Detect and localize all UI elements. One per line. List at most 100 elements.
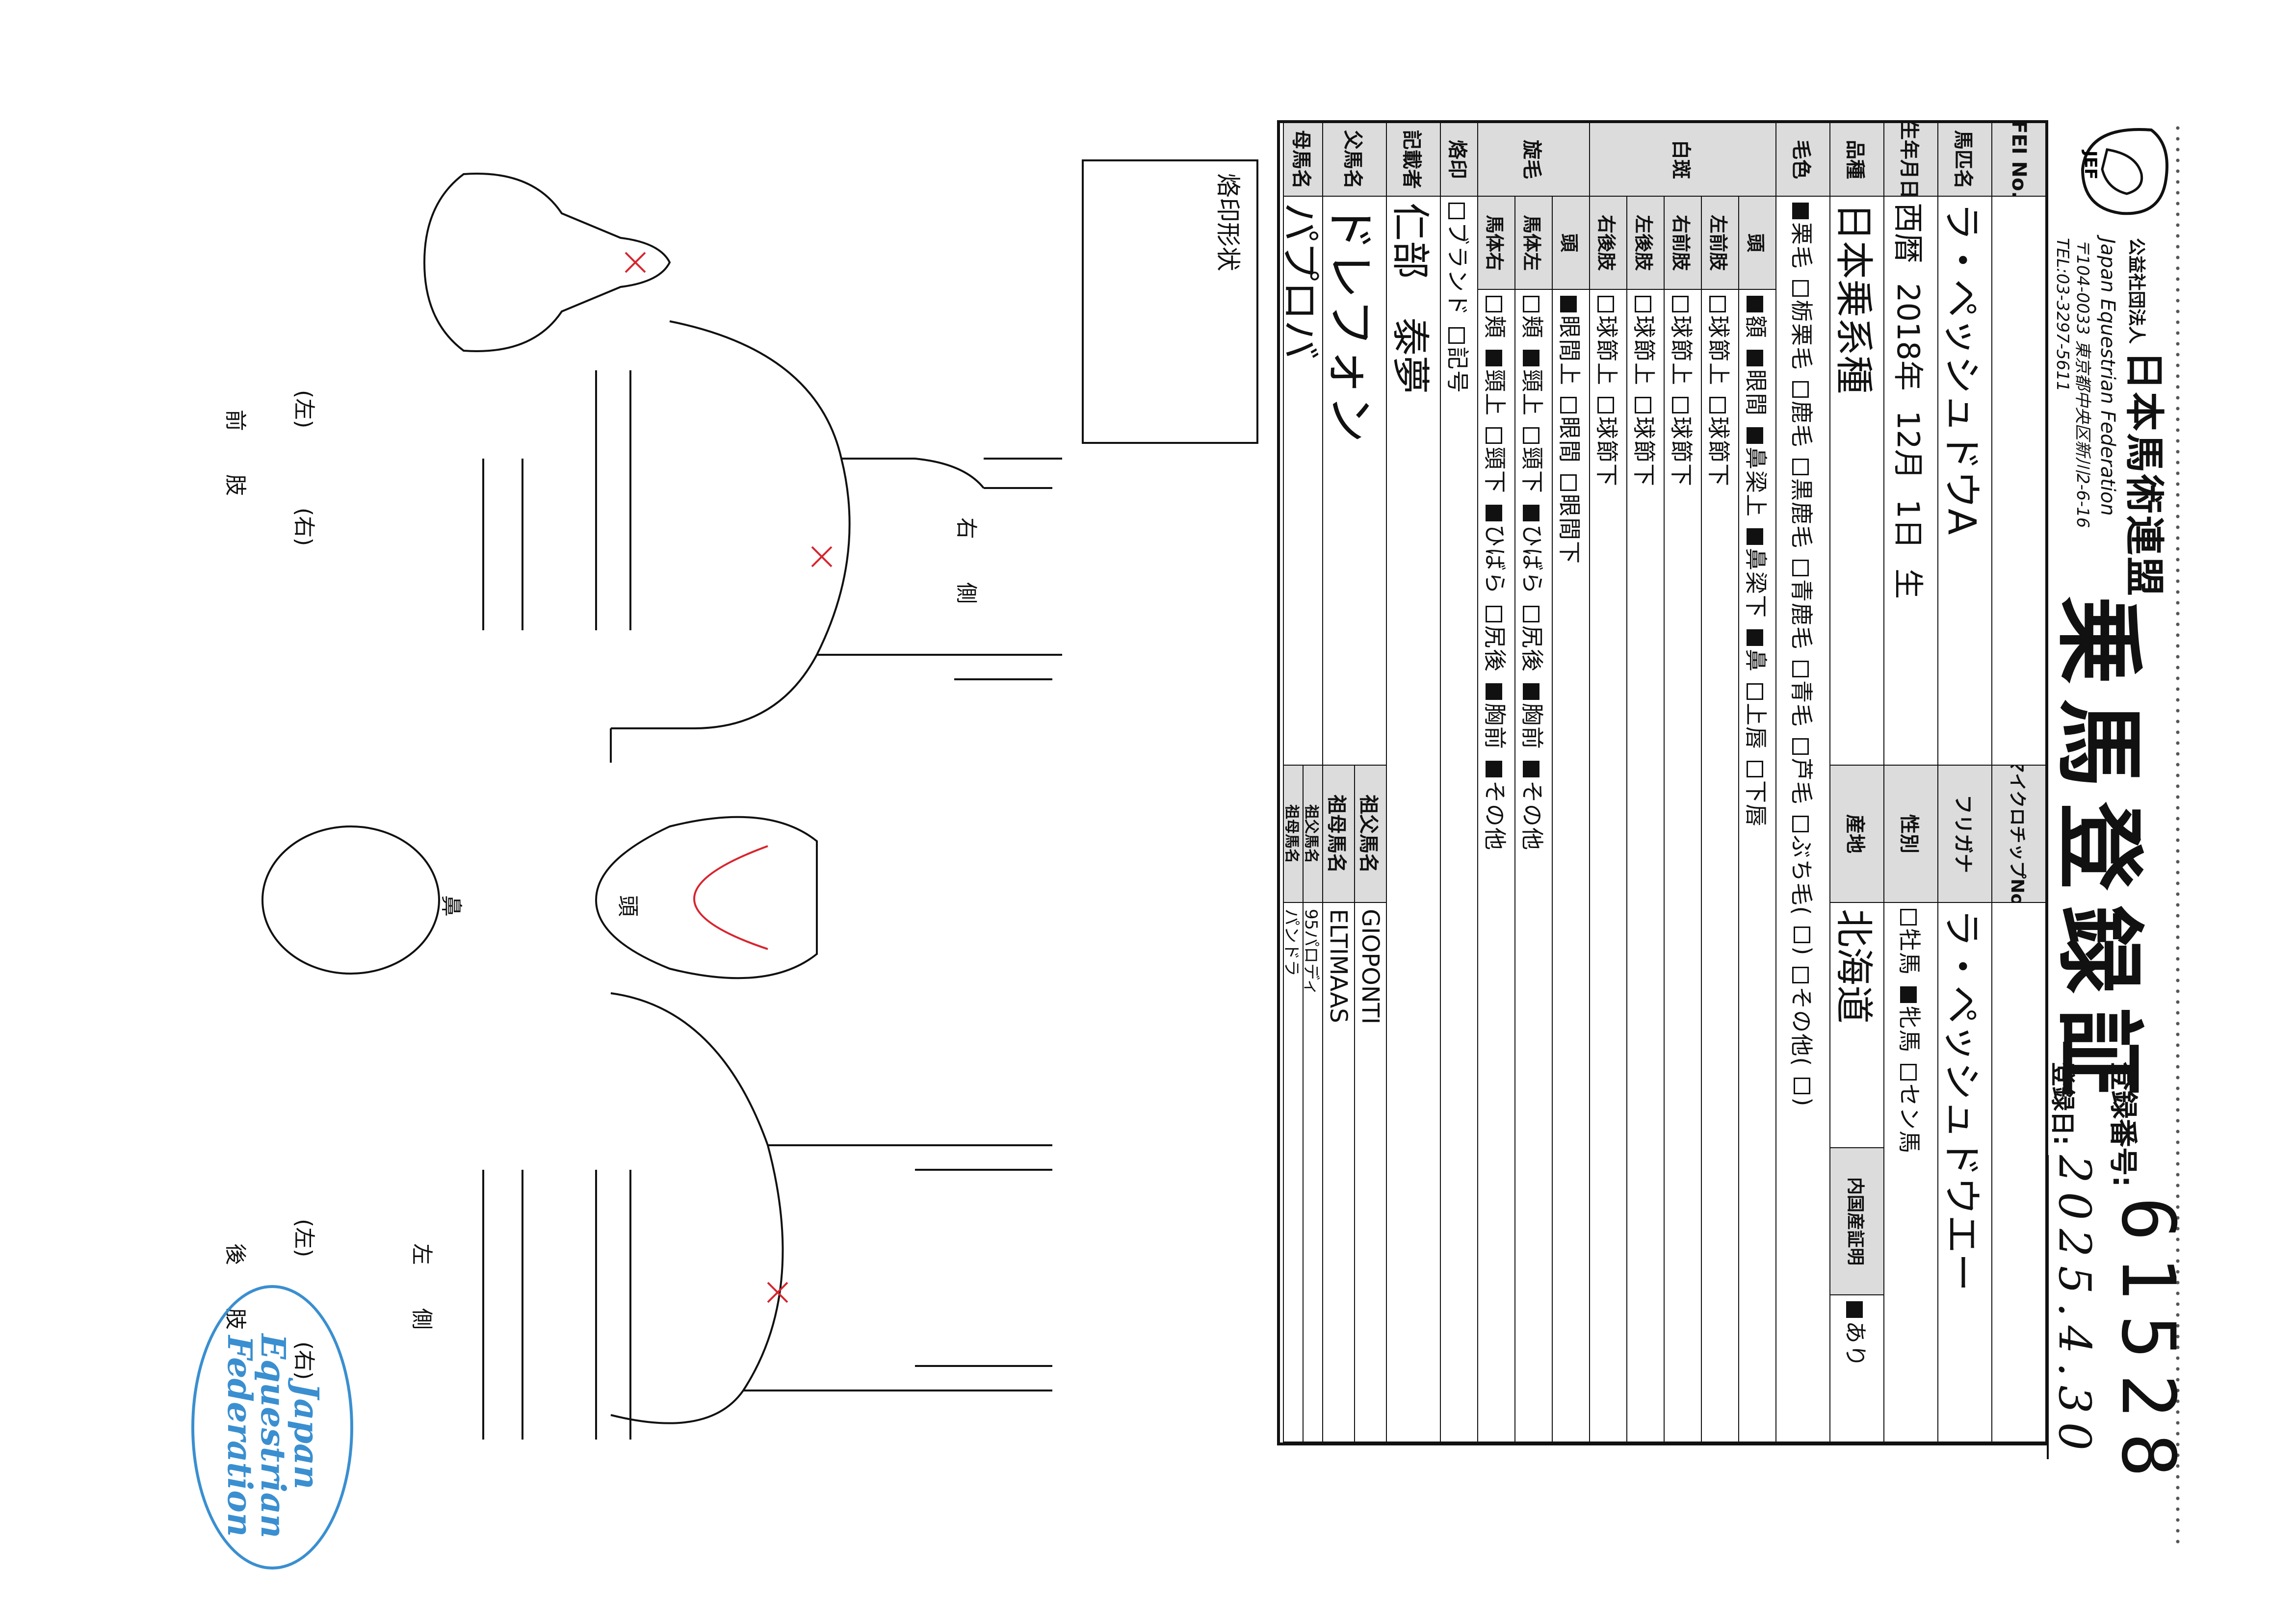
reg-number-value: 61528 (2105, 1197, 2191, 1492)
sex-option-1: 牝馬 (1895, 986, 1927, 1053)
microchip-value (1991, 903, 2045, 1442)
color-option-label: 青毛 (1788, 680, 1815, 727)
color-options: 栗毛栃栗毛鹿毛黒鹿毛青鹿毛青毛芦毛ぶち毛()その他() (1775, 197, 1829, 1442)
checkbox-icon (1747, 350, 1763, 366)
whorl-option-6: その他 (1517, 761, 1550, 851)
white-option-label: 額 (1743, 315, 1769, 339)
whorl-option-label: 頬 (1519, 315, 1545, 339)
white-option-label: 球節上 (1668, 315, 1695, 386)
org-name: 日本馬術連盟 (2121, 351, 2167, 598)
checkbox-icon (1597, 397, 1614, 413)
hindleg-left-mark: (左) (291, 1219, 316, 1257)
grandsire2-label: 祖父馬名 (1303, 766, 1322, 903)
brand-label: 烙印 (1440, 123, 1477, 197)
brand-option-1: 記号 (1443, 327, 1475, 394)
checkbox-icon (1560, 296, 1577, 312)
color-option-label: 芦毛 (1788, 758, 1815, 805)
whorl-option-0: 頬 (1517, 296, 1550, 339)
domestic-option-label: あり (1842, 1321, 1869, 1368)
checkbox-icon (1747, 629, 1763, 646)
white-options: 球節上球節下 (1701, 290, 1738, 1442)
recorder-label: 記載者 (1386, 123, 1440, 197)
registration-certificate: JEF 公益社団法人 日本馬術連盟 Japan Equestrian Feder… (164, 115, 2191, 1508)
checkbox-icon (1672, 397, 1689, 413)
color-option-label: 黒鹿毛 (1788, 478, 1815, 549)
checkbox-icon (1597, 296, 1614, 312)
whorl-option-label: その他 (1519, 780, 1545, 851)
whorl-option-1: 頸上 (1517, 350, 1550, 416)
whorl-option-label: 頬 (1482, 315, 1508, 339)
org-english-name: Japan Equestrian Federation (2096, 238, 2119, 516)
whorl-option-label: 眼間下 (1556, 494, 1583, 565)
whorl-label: 旋毛 (1477, 123, 1589, 197)
checkbox-icon (1792, 560, 1809, 576)
checkbox-icon (1486, 350, 1502, 366)
checkbox-icon (1486, 761, 1502, 777)
perforation-right (2173, 123, 2182, 1545)
checkbox-icon (1747, 761, 1763, 777)
stamp-line1: Japan (287, 1383, 326, 1490)
checkbox-icon (1792, 661, 1809, 677)
granddam2-value: パンドラ (1283, 903, 1303, 1442)
white-option-0: 球節上 (1629, 296, 1662, 386)
breed-label: 品種 (1829, 123, 1883, 197)
color-option-4: 青鹿毛 (1787, 560, 1819, 650)
right-side-label: 右 側 (954, 517, 979, 604)
checkbox-icon (1486, 427, 1502, 444)
checkbox-icon (1846, 1301, 1863, 1318)
reg-date-label: 登録日: (2048, 1062, 2077, 1145)
color-option-label: 栃栗毛 (1788, 300, 1815, 370)
checkbox-icon (1747, 683, 1763, 700)
horse-name-label: 馬匹名 (1937, 123, 1991, 197)
white-part-label: 右後肢 (1589, 197, 1626, 290)
white-option-label: 球節下 (1705, 416, 1732, 487)
white-label: 白斑 (1589, 123, 1775, 197)
white-part-label: 頭 (1738, 197, 1775, 290)
whorl-part-label: 馬体右 (1477, 197, 1514, 290)
white-option-label: 球節下 (1631, 416, 1657, 487)
checkbox-icon (1900, 1064, 1917, 1081)
whorl-option-label: 尻後 (1519, 625, 1545, 672)
whorl-option-label: 頸上 (1482, 369, 1508, 416)
registration-form: FEI No. マイクロチップNo. 馬匹名 ラ・ペッシュドウA フリガナ ラ・… (1277, 120, 2048, 1445)
checkbox-icon (1635, 397, 1651, 413)
whorl-option-1: 頸上 (1480, 350, 1513, 416)
whorl-option-label: 眼間 (1556, 416, 1583, 463)
origin-label: 産地 (1829, 766, 1883, 903)
checkbox-icon (1486, 683, 1502, 700)
foreleg-left-mark: (左) (291, 390, 316, 428)
color-option-3: 黒鹿毛 (1787, 459, 1819, 549)
color-option-label: ) (1790, 946, 1816, 956)
jef-stamp: Japan Equestrian Federation (191, 1285, 353, 1570)
white-option-1: 眼間 (1741, 350, 1774, 416)
color-option-0: 栗毛 (1787, 203, 1819, 269)
left-side-label: 左 側 (409, 1243, 434, 1330)
whorl-option-1: 眼間 (1555, 397, 1587, 463)
white-option-label: 鼻梁下 (1743, 548, 1769, 618)
checkbox-icon (1709, 296, 1726, 312)
checkbox-icon (1792, 203, 1809, 219)
head-label: 頭 (615, 895, 640, 917)
domestic-option-0: あり (1841, 1301, 1873, 1368)
whorl-option-label: その他 (1482, 780, 1508, 851)
dob-label: 生年月日 (1883, 123, 1937, 197)
whorl-option-label: ひばら (1482, 524, 1508, 595)
domestic-label: 内国産証明 (1829, 1148, 1883, 1295)
checkbox-icon (1794, 1078, 1810, 1095)
certificate-title: 乗馬登録証 (2047, 596, 2150, 1111)
white-option-0: 球節上 (1704, 296, 1736, 386)
white-options: 球節上球節下 (1626, 290, 1664, 1442)
checkbox-icon (1792, 967, 1809, 984)
white-option-label: 球節上 (1593, 315, 1620, 386)
horse-outlines: 右 側 頭 左 側 鼻 前 肢 後 肢 (左) (右) (左) (右) (223, 173, 1062, 1440)
whorl-option-label: 胸前 (1482, 703, 1508, 750)
whorl-option-4: 尻後 (1480, 606, 1513, 672)
granddam1-label: 祖母馬名 (1322, 766, 1354, 903)
foreleg-right-mark: (右) (291, 508, 316, 546)
checkbox-icon (1792, 280, 1809, 297)
brand-option-label: ブランド (1444, 222, 1471, 316)
checkbox-icon (1900, 909, 1917, 926)
forelegs-label: 前 肢 (223, 410, 248, 496)
checkbox-icon (1486, 296, 1502, 312)
